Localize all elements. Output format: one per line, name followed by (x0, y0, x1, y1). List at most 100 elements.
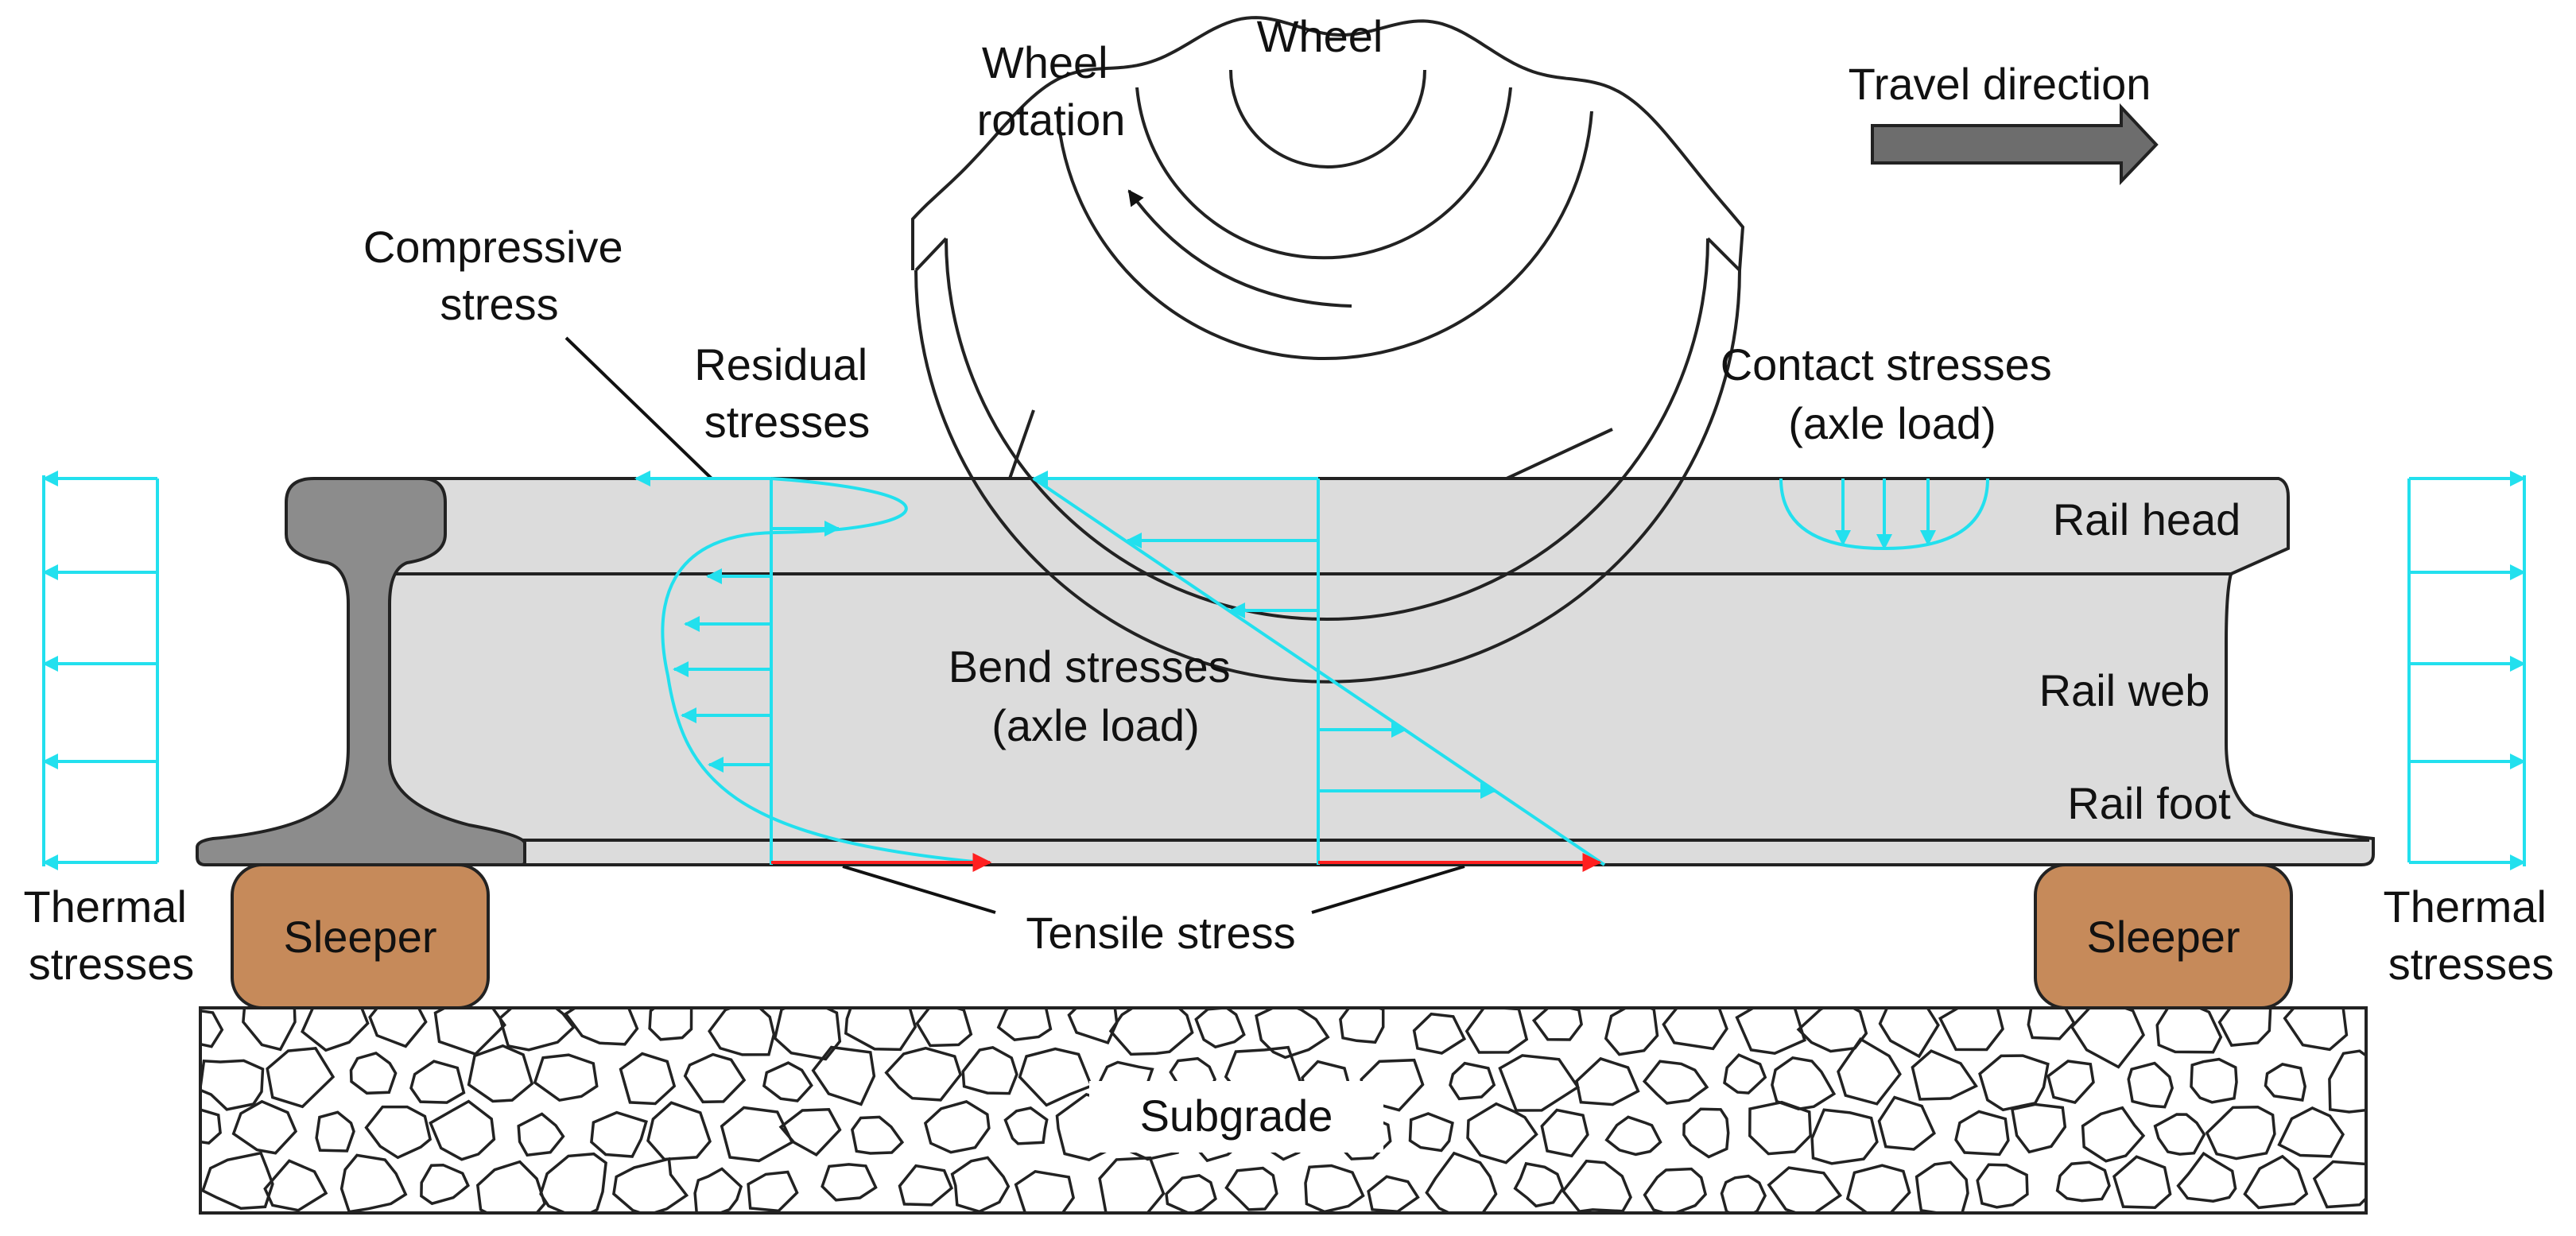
subgrade-stone (1662, 1008, 1728, 1051)
subgrade-stone (242, 1008, 297, 1052)
rail-web-label: Rail web (2039, 665, 2210, 715)
rail: Rail head Rail web Rail foot (196, 477, 2375, 866)
thermal-stresses-right (2407, 471, 2526, 870)
subgrade-stone (2027, 1008, 2076, 1040)
subgrade-stone (1954, 1110, 2010, 1157)
subgrade-stone (2112, 1155, 2172, 1209)
subgrade-stone (315, 1110, 355, 1153)
contact-stresses (1779, 478, 1989, 551)
subgrade-stone (720, 1106, 794, 1163)
subgrade-stone (1360, 1058, 1425, 1112)
subgrade-stone (2176, 1151, 2237, 1203)
subgrade-stone (2205, 1105, 2276, 1160)
subgrade-stone (915, 1008, 973, 1048)
subgrade-stone (1915, 1160, 1969, 1213)
subgrade-stone (533, 1053, 599, 1102)
subgrade-stone (1796, 1008, 1868, 1053)
subgrade-stone (2190, 1057, 2238, 1104)
wheel-edge-right (1706, 237, 1741, 272)
subgrade-stone (1845, 1164, 1911, 1213)
bend-stresses (1032, 471, 1606, 872)
travel-direction: Travel direction (1849, 59, 2159, 185)
sleeper-left: Sleeper (231, 863, 490, 1009)
wheel-ring-2 (1056, 110, 1593, 361)
subgrade-stone (996, 1008, 1053, 1042)
subgrade-stone (1498, 1054, 1581, 1112)
subgrade-stone (1682, 1107, 1730, 1159)
subgrade-stone (1425, 1151, 1498, 1213)
subgrade-stone (1194, 1008, 1246, 1049)
subgrade-stone (1575, 1056, 1640, 1106)
subgrade-stone (475, 1160, 547, 1213)
subgrade-stone (619, 1052, 677, 1106)
subgrade-stone (339, 1153, 408, 1213)
subgrade-stone (420, 1163, 470, 1206)
subgrade-stone (200, 1108, 222, 1145)
subgrade-stone (2283, 1008, 2349, 1052)
wheel-rotation-label: Wheel rotation (977, 37, 1126, 145)
subgrade-stone (1810, 1108, 1879, 1165)
wheel (911, 16, 1745, 684)
rail-cross-section (196, 477, 526, 866)
residual-stresses (634, 471, 992, 872)
subgrade-stone (1165, 1173, 1217, 1213)
subgrade-stone (1449, 1061, 1496, 1101)
subgrade-stone (851, 1115, 905, 1155)
subgrade-stone (1771, 1056, 1837, 1110)
subgrade-stone (301, 1008, 370, 1052)
tensile-stress-label: Tensile stress (1026, 908, 1295, 958)
subgrade-stone (961, 1045, 1018, 1095)
subgrade-stone (693, 1167, 743, 1213)
subgrade-stone (590, 1110, 648, 1158)
thermal-left-label: Thermal stresses (24, 881, 200, 989)
subgrade-stone (2328, 1049, 2366, 1114)
subgrade-stone (231, 1099, 298, 1155)
residual-curve (661, 477, 983, 864)
residual-stresses-label: Residual stresses (694, 339, 879, 447)
subgrade-stone (821, 1163, 878, 1202)
wheel-ring-1 (1135, 87, 1512, 260)
subgrade-stone (1720, 1174, 1767, 1213)
subgrade-stone (2127, 1061, 2174, 1109)
subgrade-stone (1561, 1159, 1632, 1213)
subgrade-stone (1642, 1060, 1709, 1105)
subgrade-stone (778, 1108, 842, 1157)
subgrade-stone (200, 1151, 274, 1210)
subgrade-stone (1465, 1008, 1529, 1054)
travel-direction-arrow (1871, 103, 2159, 185)
subgrade-stone (467, 1044, 534, 1103)
subgrade-stone (539, 1152, 607, 1213)
compressive-stress-label: Compressive stress (363, 222, 635, 329)
subgrade-stone (1837, 1036, 1902, 1106)
subgrade-stone (2153, 1113, 2206, 1156)
subgrade-stone (409, 1060, 466, 1104)
subgrade-stone (200, 1009, 224, 1048)
subgrade-stone (2277, 1106, 2345, 1158)
wheel-rim (911, 16, 1745, 271)
subgrade-stone (923, 1100, 991, 1154)
subgrade-stone (950, 1156, 1011, 1213)
thermal-right-label: Thermal stresses (2384, 881, 2559, 989)
subgrade-stone (266, 1047, 336, 1109)
subgrade-stone (564, 1008, 639, 1046)
subgrade: Subgrade (199, 1006, 2368, 1215)
sleeper-right: Sleeper (2034, 863, 2293, 1009)
subgrade-stone (2081, 1106, 2146, 1163)
tensile-leader-right (1311, 865, 1465, 914)
subgrade-stone (811, 1045, 876, 1106)
subgrade-stone (1878, 1008, 1940, 1059)
subgrade-stone (1748, 1100, 1812, 1156)
subgrade-stone (1911, 1049, 1978, 1101)
subgrade-stone (498, 1008, 576, 1052)
subgrade-stone (364, 1105, 433, 1160)
subgrade-stone (1466, 1102, 1538, 1164)
subgrade-stone (1938, 1008, 2004, 1052)
subgrade-stone (1067, 1008, 1119, 1045)
subgrade-stone (1224, 1166, 1278, 1211)
wheel-edge-left (914, 237, 948, 272)
subgrade-stone (1513, 1161, 1565, 1208)
subgrade-stone (1408, 1112, 1454, 1153)
compressive-stress-leader (564, 336, 713, 480)
subgrade-stone (1531, 1008, 1583, 1041)
subgrade-stone (2010, 1102, 2067, 1154)
